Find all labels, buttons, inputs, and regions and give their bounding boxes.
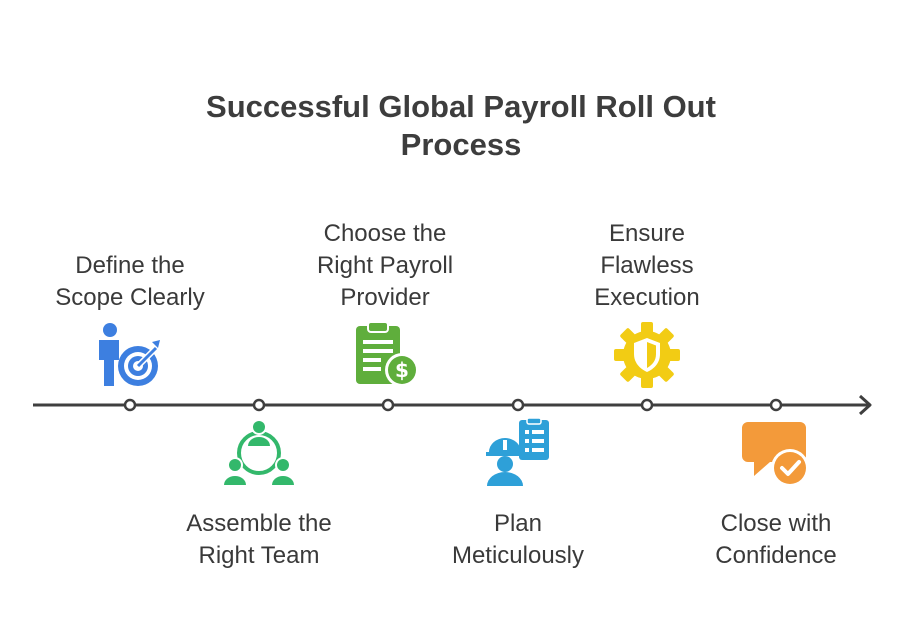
step-scope-label: Define the Scope Clearly	[30, 250, 230, 314]
step-execution-line-3: Execution	[594, 284, 700, 311]
timeline-node-6	[769, 398, 783, 412]
team-network-icon	[224, 418, 294, 488]
step-close-line-1: Close with	[720, 510, 832, 537]
chat-check-icon	[742, 420, 812, 490]
step-scope-line-1: Define the	[75, 252, 185, 279]
gear-shield-icon	[612, 320, 682, 390]
title-line-2: Process	[400, 127, 522, 162]
timeline-node-3	[381, 398, 395, 412]
timeline-arrowhead	[858, 394, 872, 416]
step-provider-line-2: Right Payroll	[316, 252, 454, 279]
step-plan-line-2: Meticulously	[451, 542, 585, 569]
timeline-node-1	[123, 398, 137, 412]
diagram-title: Successful Global Payroll Roll Out Proce…	[0, 88, 922, 164]
step-execution-line-1: Ensure	[608, 220, 686, 247]
target-person-icon	[94, 322, 164, 392]
step-plan-line-1: Plan	[493, 510, 543, 537]
step-provider-line-1: Choose the	[323, 220, 447, 247]
clipboard-dollar-icon: $	[352, 320, 422, 390]
step-scope-line-2: Scope Clearly	[55, 284, 205, 311]
step-provider-line-3: Provider	[340, 284, 430, 311]
step-execution-label: Ensure Flawless Execution	[547, 218, 747, 314]
step-team-line-1: Assemble the	[186, 510, 332, 537]
step-team-label: Assemble the Right Team	[159, 508, 359, 572]
step-close-label: Close with Confidence	[676, 508, 876, 572]
timeline-node-2	[252, 398, 266, 412]
step-execution-line-2: Flawless	[600, 252, 694, 279]
step-close-line-2: Confidence	[715, 542, 837, 569]
step-plan-label: Plan Meticulously	[418, 508, 618, 572]
title-line-1: Successful Global Payroll Roll Out	[206, 89, 716, 124]
step-team-line-2: Right Team	[198, 542, 320, 569]
svg-text:$: $	[395, 358, 409, 382]
step-provider-label: Choose the Right Payroll Provider	[285, 218, 485, 314]
worker-checklist-icon	[483, 418, 553, 488]
timeline-node-5	[640, 398, 654, 412]
timeline-node-4	[511, 398, 525, 412]
